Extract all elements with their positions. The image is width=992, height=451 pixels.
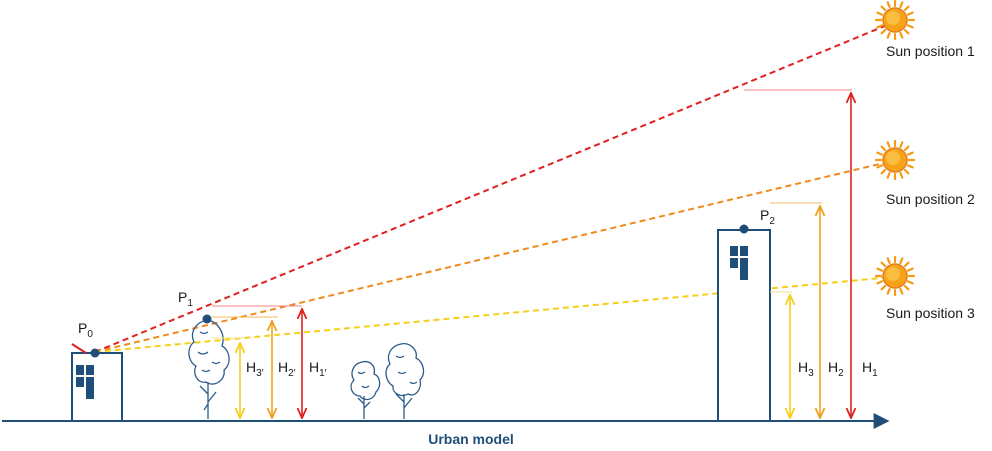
point-p1-label: P1	[178, 289, 193, 309]
sun-ray-2	[94, 160, 893, 353]
point-p2-marker	[739, 224, 749, 234]
sun-icon	[874, 0, 916, 41]
sun-label-1: Sun position 1	[886, 43, 975, 59]
building-icon	[717, 229, 771, 422]
sun-ray-3	[94, 276, 893, 353]
tree-icon	[385, 343, 425, 419]
tree-icon	[350, 360, 381, 419]
height-label-h3-far: H3	[798, 359, 814, 379]
point-p2-label: P2	[760, 207, 775, 227]
height-label-h3-near: H3′	[246, 359, 264, 379]
sun-icon	[874, 139, 916, 181]
sun-ray-1	[94, 22, 893, 353]
tree-icon	[188, 319, 230, 419]
height-label-h2-far: H2	[828, 359, 844, 379]
sun-label-2: Sun position 2	[886, 191, 975, 207]
point-p1-marker	[202, 314, 212, 324]
sun-label-3: Sun position 3	[886, 305, 975, 321]
sun-icon	[874, 255, 916, 297]
height-label-h1-far: H1	[862, 359, 878, 379]
height-label-h1-near: H1′	[309, 359, 327, 379]
height-label-h2-near: H2′	[278, 359, 296, 379]
axis-title: Urban model	[428, 431, 514, 447]
point-p0-label: P0	[78, 320, 93, 340]
point-p0-marker	[90, 348, 100, 358]
